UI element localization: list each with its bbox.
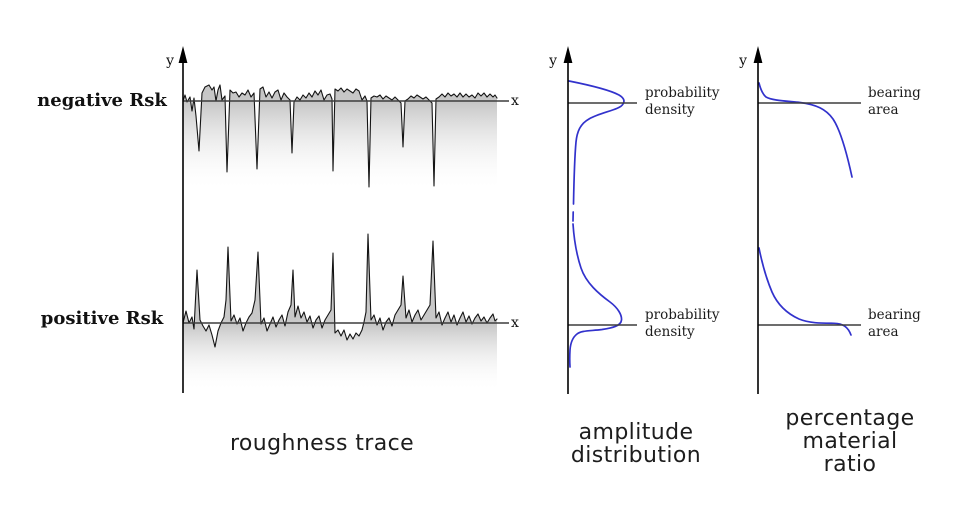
curve-layer: [182, 80, 853, 394]
positive-rsk-fill: [183, 234, 497, 394]
row-label-negative-rsk: negative Rsk: [37, 90, 167, 111]
y-axis-roughness: [178, 46, 188, 393]
bearing-curve-positive: [758, 247, 852, 336]
negative-rsk-trace: [182, 84, 498, 188]
caption-roughness-trace: roughness trace: [229, 431, 415, 456]
y-axis-bearing: [753, 46, 763, 394]
y-axis-label-bearing: y: [739, 53, 747, 69]
y-axis-amplitude: [563, 46, 573, 394]
row-label-positive-rsk: positive Rsk: [40, 308, 164, 329]
caption-percentage-material-ratio: percentage material ratio: [785, 406, 915, 477]
y-axis-arrow-icon: [753, 46, 763, 63]
annotation-probability-density-bottom: probability density: [645, 307, 720, 340]
annotation-probability-density-top: probability density: [645, 85, 720, 118]
bearing-curve-negative: [758, 82, 853, 178]
caption-amplitude-distribution: amplitude distribution: [570, 420, 702, 468]
x-axis-label-positive-trace: x: [511, 315, 519, 331]
amplitude-curve-positive: [568, 223, 623, 368]
x-axis-label-negative-trace: x: [511, 93, 519, 109]
amplitude-curve-negative: [568, 80, 625, 205]
y-axis-arrow-icon: [563, 46, 573, 63]
positive-rsk-trace: [182, 233, 498, 348]
annotation-bearing-area-bottom: bearing area: [868, 307, 921, 340]
y-axis-arrow-icon: [178, 46, 188, 63]
y-axis-label-roughness: y: [166, 53, 174, 69]
negative-rsk-fill: [183, 85, 497, 194]
annotation-bearing-area-top: bearing area: [868, 85, 921, 118]
y-axis-label-amplitude: y: [549, 53, 557, 69]
